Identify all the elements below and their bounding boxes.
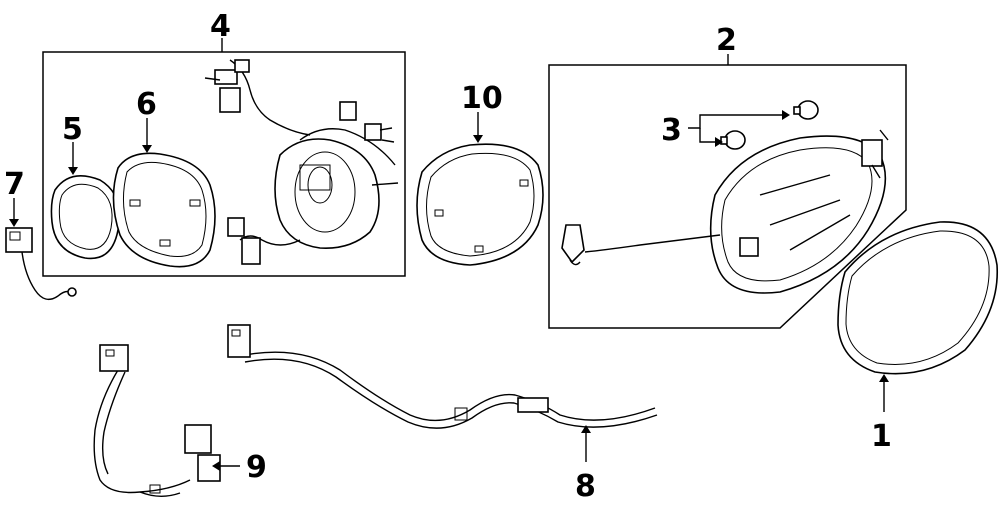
part-6-housing-frame [112,152,216,268]
part-9-wiring-harness [93,344,221,497]
part-5-seal-ring [50,174,121,260]
callout-4: 4 [210,9,231,44]
part-8-cable [227,324,658,429]
part-10-gasket [416,143,544,266]
callout-10: 10 [461,81,503,116]
callout-7: 7 [4,167,25,202]
callout-5: 5 [62,112,83,147]
callout-8: 8 [575,469,596,504]
callout-1: 1 [871,419,892,454]
group-box-2 [548,64,907,329]
part-1-fuel-door [837,221,999,375]
part-4-actuator-assembly [204,59,399,265]
part-2-door-housing [561,129,889,294]
part-7-sensor [5,227,77,301]
leader-lines [9,38,889,471]
part-3-bolts [720,100,819,150]
callout-2: 2 [716,23,737,58]
callout-6: 6 [136,87,157,122]
group-box-4 [42,51,406,277]
callout-3: 3 [661,113,682,148]
callout-9: 9 [246,450,267,485]
